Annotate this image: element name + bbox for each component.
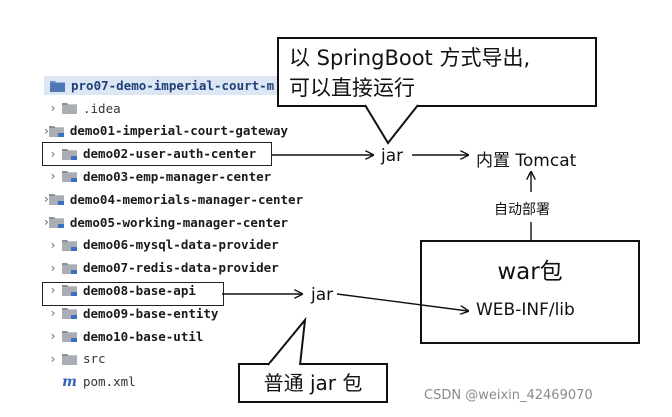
tree-item-label: pom.xml [83, 374, 136, 390]
tree-item[interactable]: › demo03-emp-manager-center [44, 165, 284, 187]
tree-root-item[interactable]: pro07-demo-imperial-court-m [44, 76, 284, 95]
tree-item[interactable]: › demo09-base-entity [44, 302, 284, 324]
tree-item[interactable]: › demo10-base-util [44, 325, 284, 347]
chevron-right-icon[interactable]: › [50, 237, 56, 252]
callout-line1: 以 SpringBoot 方式导出, [289, 46, 531, 70]
module-folder-icon [62, 262, 77, 274]
tree-item-label: demo02-user-auth-center [83, 146, 257, 162]
plain-jar-bubble: 普通 jar 包 [238, 363, 388, 403]
module-folder-icon [62, 284, 77, 297]
tree-item-label: demo06-mysql-data-provider [83, 237, 279, 253]
chevron-right-icon[interactable]: › [44, 215, 49, 229]
tomcat-label: 内置 Tomcat [476, 151, 577, 171]
tree-root-label: pro07-demo-imperial-court-m [71, 78, 275, 93]
springboot-export-callout: 以 SpringBoot 方式导出, 可以直接运行 [277, 37, 597, 107]
watermark: CSDN @weixin_42469070 [424, 388, 593, 403]
highlight-demo02 [42, 142, 272, 166]
chevron-right-icon[interactable]: › [50, 329, 56, 343]
tree-item[interactable]: › demo04-memorials-manager-center [44, 188, 303, 210]
module-folder-icon [62, 307, 77, 320]
project-folder-icon [50, 80, 65, 92]
chevron-right-icon[interactable]: › [50, 283, 56, 298]
tree-item[interactable]: › demo08-base-api [44, 279, 284, 301]
module-folder-icon [48, 193, 64, 206]
tree-item[interactable]: › .idea [44, 97, 284, 119]
module-folder-icon [62, 148, 77, 160]
jar-bottom-label: jar [311, 285, 334, 305]
tree-item-label: demo10-base-util [83, 328, 204, 344]
callout-line2: 可以直接运行 [289, 76, 415, 100]
tree-item-label: src [83, 351, 106, 367]
chevron-right-icon[interactable]: › [50, 260, 56, 275]
tree-item-label: .idea [83, 100, 121, 116]
folder-icon [62, 353, 77, 365]
tree-item-label: demo07-redis-data-provider [83, 260, 279, 276]
war-box: war包 [420, 240, 640, 344]
module-folder-icon [62, 170, 77, 183]
tree-item-label: demo01-imperial-court-gateway [69, 123, 289, 139]
module-folder-icon [48, 216, 64, 228]
tree-item[interactable]: › demo05-working-manager-center [44, 211, 288, 233]
chevron-right-icon[interactable]: › [50, 351, 56, 366]
jar-top-label: jar [381, 146, 404, 166]
highlight-demo08 [42, 282, 224, 306]
webinf-lib-label: WEB-INF/lib [476, 300, 575, 320]
module-folder-icon [62, 239, 77, 251]
tree-item[interactable]: › src [44, 348, 284, 370]
chevron-right-icon[interactable]: › [50, 101, 56, 115]
chevron-right-icon[interactable]: › [50, 169, 56, 184]
tree-item-label: demo04-memorials-manager-center [69, 191, 304, 207]
chevron-right-icon[interactable]: › [44, 192, 49, 207]
folder-icon [62, 102, 77, 114]
module-folder-icon [48, 125, 64, 137]
chevron-right-icon[interactable]: › [50, 306, 56, 321]
tree-item[interactable]: › demo06-mysql-data-provider [44, 234, 284, 256]
deploy-label: 自动部署 [494, 202, 550, 218]
war-title: war包 [497, 259, 563, 285]
callout-pointer [364, 104, 419, 145]
tree-item[interactable]: › demo07-redis-data-provider [44, 257, 284, 279]
tree-item-label: demo05-working-manager-center [69, 214, 289, 230]
tree-item-label: demo08-base-api [83, 282, 196, 298]
chevron-right-icon[interactable]: › [50, 146, 56, 161]
project-tree: pro07-demo-imperial-court-m › .idea › demo0… [0, 0, 303, 417]
module-folder-icon [62, 330, 77, 342]
tree-item-label: demo03-emp-manager-center [83, 168, 272, 184]
tree-item[interactable]: › demo02-user-auth-center [44, 143, 284, 165]
maven-icon: m [62, 373, 77, 390]
tree-item-label: demo09-base-entity [83, 305, 219, 321]
chevron-right-icon[interactable]: › [44, 123, 49, 138]
tree-item[interactable]: › demo01-imperial-court-gateway [44, 120, 288, 142]
